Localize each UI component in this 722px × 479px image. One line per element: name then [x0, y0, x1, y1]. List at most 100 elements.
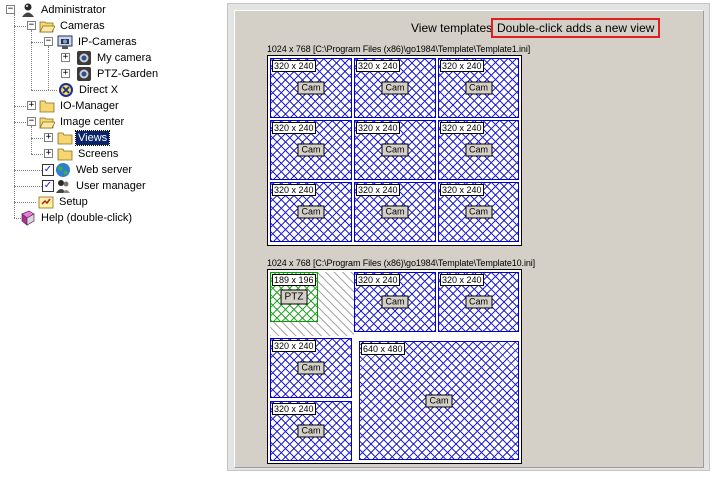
cell-size-label: 320 x 240: [440, 60, 484, 72]
collapse-image-center[interactable]: −: [27, 116, 36, 126]
cam-slot[interactable]: Cam: [297, 424, 325, 438]
folder-open-icon: [39, 117, 55, 129]
view-cell[interactable]: 320 x 240 Cam: [438, 182, 519, 242]
view-cell[interactable]: 320 x 240 Cam: [270, 182, 352, 242]
view-cell[interactable]: 320 x 240 Cam: [270, 338, 352, 398]
panel-title: View templates -: [411, 21, 500, 35]
cam-slot[interactable]: Cam: [464, 205, 493, 219]
tree-label: IO-Manager: [60, 100, 119, 112]
cam-slot[interactable]: Cam: [381, 81, 409, 95]
expand-io-manager[interactable]: +: [27, 100, 36, 110]
folder-icon: [57, 148, 73, 161]
navigation-tree[interactable]: − − − + + + − + + Administrator Cameras …: [0, 0, 222, 479]
cam-slot[interactable]: Cam: [381, 295, 409, 309]
view-cell[interactable]: 320 x 240 Cam: [354, 58, 436, 118]
cam-slot[interactable]: Cam: [464, 143, 493, 157]
tree-label: Setup: [59, 196, 88, 208]
cam-slot[interactable]: Cam: [464, 295, 493, 309]
ip-camera-icon: [57, 35, 73, 49]
tree-label: Cameras: [60, 20, 105, 32]
cam-slot[interactable]: Cam: [381, 143, 409, 157]
camera-icon: [77, 51, 91, 65]
cam-slot[interactable]: Cam: [297, 143, 325, 157]
expand-my-camera[interactable]: +: [61, 52, 70, 62]
tree-label: Web server: [76, 164, 133, 176]
cam-slot[interactable]: Cam: [297, 361, 325, 375]
view-cell[interactable]: 320 x 240 Cam: [438, 120, 519, 180]
cell-size-label: 320 x 240: [440, 274, 484, 286]
folder-icon: [39, 100, 55, 113]
tree-item-screens[interactable]: Screens: [57, 146, 120, 162]
cell-size-label: 320 x 240: [440, 122, 484, 134]
tree-item-ptz-garden[interactable]: PTZ-Garden: [76, 66, 160, 82]
view-cell[interactable]: 320 x 240 Cam: [354, 182, 436, 242]
view-cell[interactable]: 320 x 240 Cam: [270, 58, 352, 118]
expand-ptz-garden[interactable]: +: [61, 68, 70, 78]
template-2-preview[interactable]: 189 x 196 PTZ 320 x 240 Cam 320 x 240 Ca…: [267, 269, 522, 464]
large-view-cell[interactable]: 640 x 480 Cam: [359, 341, 519, 460]
cell-size-label: 640 x 480: [361, 343, 405, 355]
templates-area: View templates - Double-click adds a new…: [234, 10, 704, 468]
tree-item-user-manager[interactable]: ✓ User manager: [42, 178, 148, 194]
tree-label: IP-Cameras: [78, 36, 137, 48]
cam-slot[interactable]: Cam: [297, 81, 325, 95]
collapse-cameras[interactable]: −: [27, 20, 36, 30]
tree-item-direct-x[interactable]: Direct X: [58, 82, 120, 98]
tree-item-my-camera[interactable]: My camera: [76, 50, 153, 66]
ptz-slot[interactable]: PTZ: [280, 289, 308, 305]
tree-item-help[interactable]: Help (double-click): [20, 210, 134, 226]
tree-label: Screens: [78, 148, 119, 160]
tree-label: Direct X: [79, 84, 119, 96]
folder-open-icon: [39, 21, 55, 33]
template-1-label: 1024 x 768 [C:\Program Files (x86)\go198…: [267, 44, 531, 54]
view-cell[interactable]: 320 x 240 Cam: [270, 120, 352, 180]
collapse-administrator[interactable]: −: [6, 4, 15, 14]
template-2-label: 1024 x 768 [C:\Program Files (x86)\go198…: [267, 258, 536, 268]
setup-icon: [38, 196, 54, 209]
tree-item-image-center[interactable]: Image center: [39, 114, 126, 130]
view-cell[interactable]: 320 x 240 Cam: [438, 272, 519, 332]
tree-label: Image center: [60, 116, 125, 128]
cam-slot[interactable]: Cam: [425, 394, 453, 407]
view-cell[interactable]: 320 x 240 Cam: [270, 401, 352, 461]
tree-label: PTZ-Garden: [97, 68, 159, 80]
expand-screens[interactable]: +: [44, 148, 53, 158]
user-manager-checkbox[interactable]: ✓: [42, 180, 54, 192]
tree-item-views[interactable]: Views: [57, 130, 111, 146]
tree-label-selected: Views: [74, 130, 111, 146]
view-cell[interactable]: 320 x 240 Cam: [354, 120, 436, 180]
cell-size-label: 320 x 240: [272, 122, 316, 134]
tree-label: Administrator: [41, 4, 106, 16]
folder-icon: [57, 132, 73, 145]
cam-slot[interactable]: Cam: [381, 205, 409, 219]
tree-item-cameras[interactable]: Cameras: [39, 18, 107, 34]
cam-slot[interactable]: Cam: [297, 205, 325, 219]
view-cell[interactable]: 320 x 240 Cam: [438, 58, 519, 118]
tree-item-web-server[interactable]: ✓ Web server: [42, 162, 134, 178]
expand-views[interactable]: +: [44, 132, 53, 142]
cell-size-label: 189 x 196: [272, 274, 316, 286]
camera-icon: [77, 67, 91, 81]
view-cell[interactable]: 320 x 240 Cam: [354, 272, 436, 332]
tree-item-ip-cameras[interactable]: IP-Cameras: [57, 34, 139, 50]
tree-item-setup[interactable]: Setup: [38, 194, 90, 210]
tree-item-administrator[interactable]: Administrator: [20, 2, 108, 18]
tree-item-io-manager[interactable]: IO-Manager: [39, 98, 121, 114]
help-book-icon: [21, 210, 35, 226]
collapse-ip-cameras[interactable]: −: [44, 36, 53, 46]
cell-size-label: 320 x 240: [356, 274, 400, 286]
admin-user-icon: [22, 3, 34, 17]
tree-label: My camera: [97, 52, 152, 64]
directx-icon: [59, 83, 73, 97]
cell-size-label: 320 x 240: [356, 184, 400, 196]
cell-size-label: 320 x 240: [440, 184, 484, 196]
cell-size-label: 320 x 240: [272, 340, 316, 352]
user-manager-icon: [56, 180, 70, 193]
tree-label: Help (double-click): [41, 212, 133, 224]
cell-size-label: 320 x 240: [272, 184, 316, 196]
web-server-checkbox[interactable]: ✓: [42, 164, 54, 176]
cam-slot[interactable]: Cam: [464, 81, 493, 95]
double-click-hint: Double-click adds a new view: [491, 18, 661, 38]
ptz-cell[interactable]: 189 x 196 PTZ: [270, 272, 318, 322]
template-1-preview[interactable]: 320 x 240 Cam 320 x 240 Cam 320 x 240 Ca…: [267, 55, 522, 246]
